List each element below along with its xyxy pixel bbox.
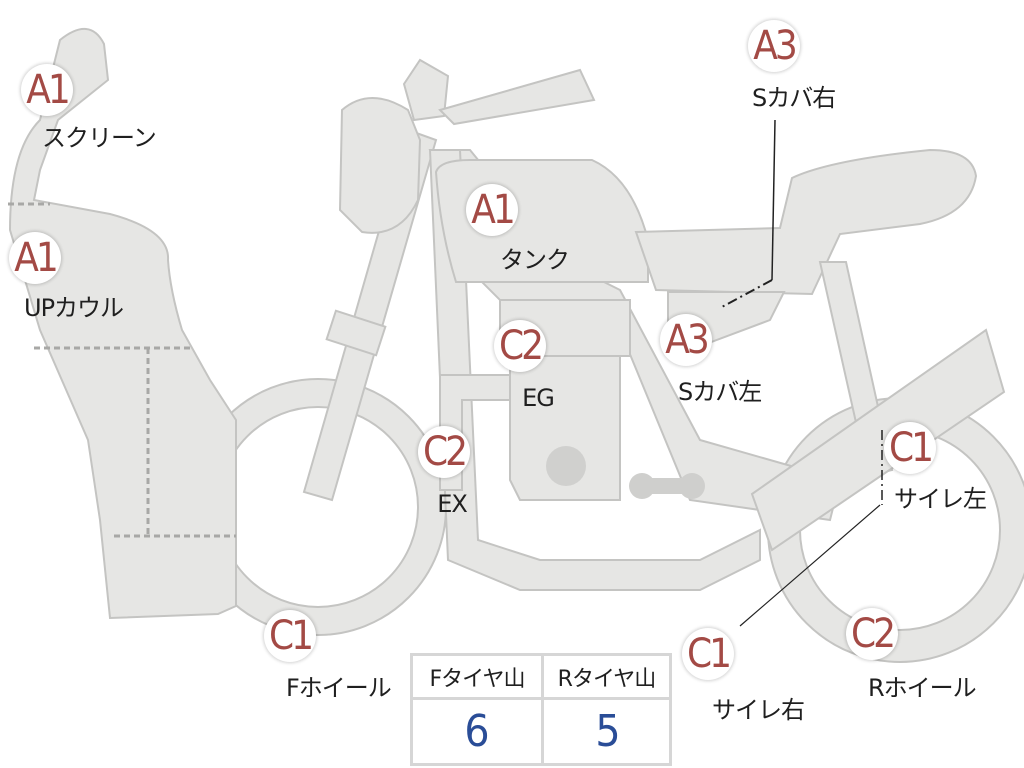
rear-tire-tread-value: 5: [541, 700, 672, 763]
exhaust-label: EX: [437, 490, 468, 518]
side-cover-right-label: Sカバ右: [752, 84, 836, 112]
front-wheel-label: Fホイール: [286, 674, 392, 702]
tank-label: タンク: [500, 246, 570, 274]
engine-label: EG: [522, 384, 555, 412]
rear-tire-tread-header: Rタイヤ山: [541, 656, 669, 700]
side-cover-right-grade-badge: A3: [748, 20, 800, 72]
front-tire-tread-value: 6: [464, 706, 490, 757]
mirror-shape: [402, 58, 450, 122]
muffler-left-label: サイレ左: [894, 485, 987, 513]
seat-shape: [634, 148, 978, 296]
side-cover-left-grade-badge: A3: [660, 314, 712, 366]
engine-grade-badge: C2: [494, 320, 546, 372]
front-wheel-grade-badge: C1: [264, 610, 316, 662]
muffler-left-grade-badge: C1: [884, 422, 936, 474]
tire-tread-table: Fタイヤ山 Rタイヤ山 6 5: [410, 653, 672, 766]
front-tire-tread-header: Fタイヤ山: [413, 656, 541, 700]
muffler-right-label: サイレ右: [712, 696, 805, 724]
screen-grade-badge: A1: [21, 64, 73, 116]
screen-label: スクリーン: [42, 124, 157, 152]
front-wheel-shape: [189, 378, 447, 636]
front-cowl-shape: [8, 28, 237, 620]
rear-wheel-label: Rホイール: [868, 674, 977, 702]
exhaust-grade-badge: C2: [418, 426, 470, 478]
headlight-shape: [338, 97, 422, 234]
side-cover-left-label: Sカバ左: [678, 378, 762, 406]
upper-cowl-label: UPカウル: [24, 294, 124, 322]
muffler-right-grade-badge: C1: [682, 628, 734, 680]
footpeg-shape: [629, 473, 705, 499]
muffler-shape: [750, 328, 1006, 552]
upper-cowl-grade-badge: A1: [9, 232, 61, 284]
tank-grade-badge: A1: [466, 184, 518, 236]
rear-wheel-grade-badge: C2: [846, 608, 898, 660]
